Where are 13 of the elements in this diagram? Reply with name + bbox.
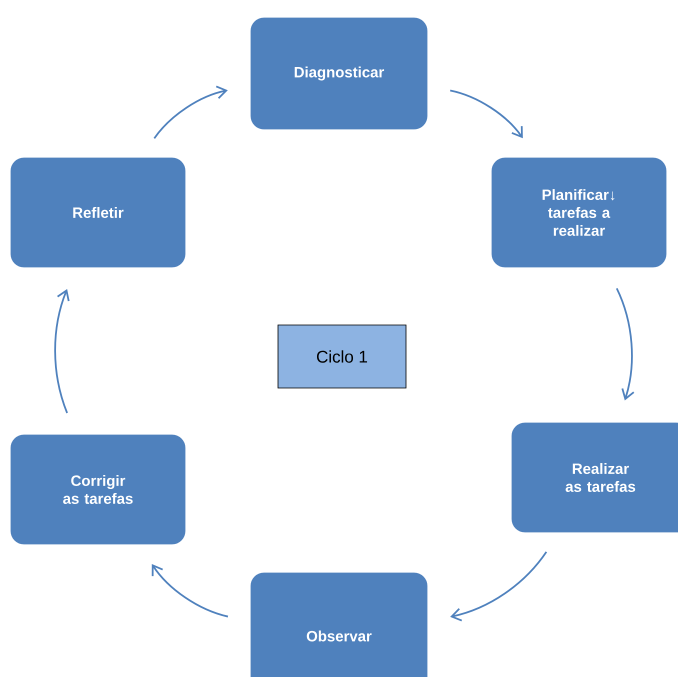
process-box: Observar [249,571,429,677]
process-box: Planificar↓ tarefas a realizar [490,156,668,269]
process-box: Corrigir as tarefas [9,433,187,546]
arrow [154,86,228,139]
process-box: Refletir [9,156,187,269]
arrow [54,289,70,414]
arrow [152,564,228,618]
arrow [450,90,523,138]
process-box: Realizar as tarefas [510,421,678,534]
cycle-label-box: Ciclo 1 [278,324,406,388]
process-box: Diagnosticar [249,16,429,131]
arrow [616,288,634,400]
arrow [450,551,548,622]
